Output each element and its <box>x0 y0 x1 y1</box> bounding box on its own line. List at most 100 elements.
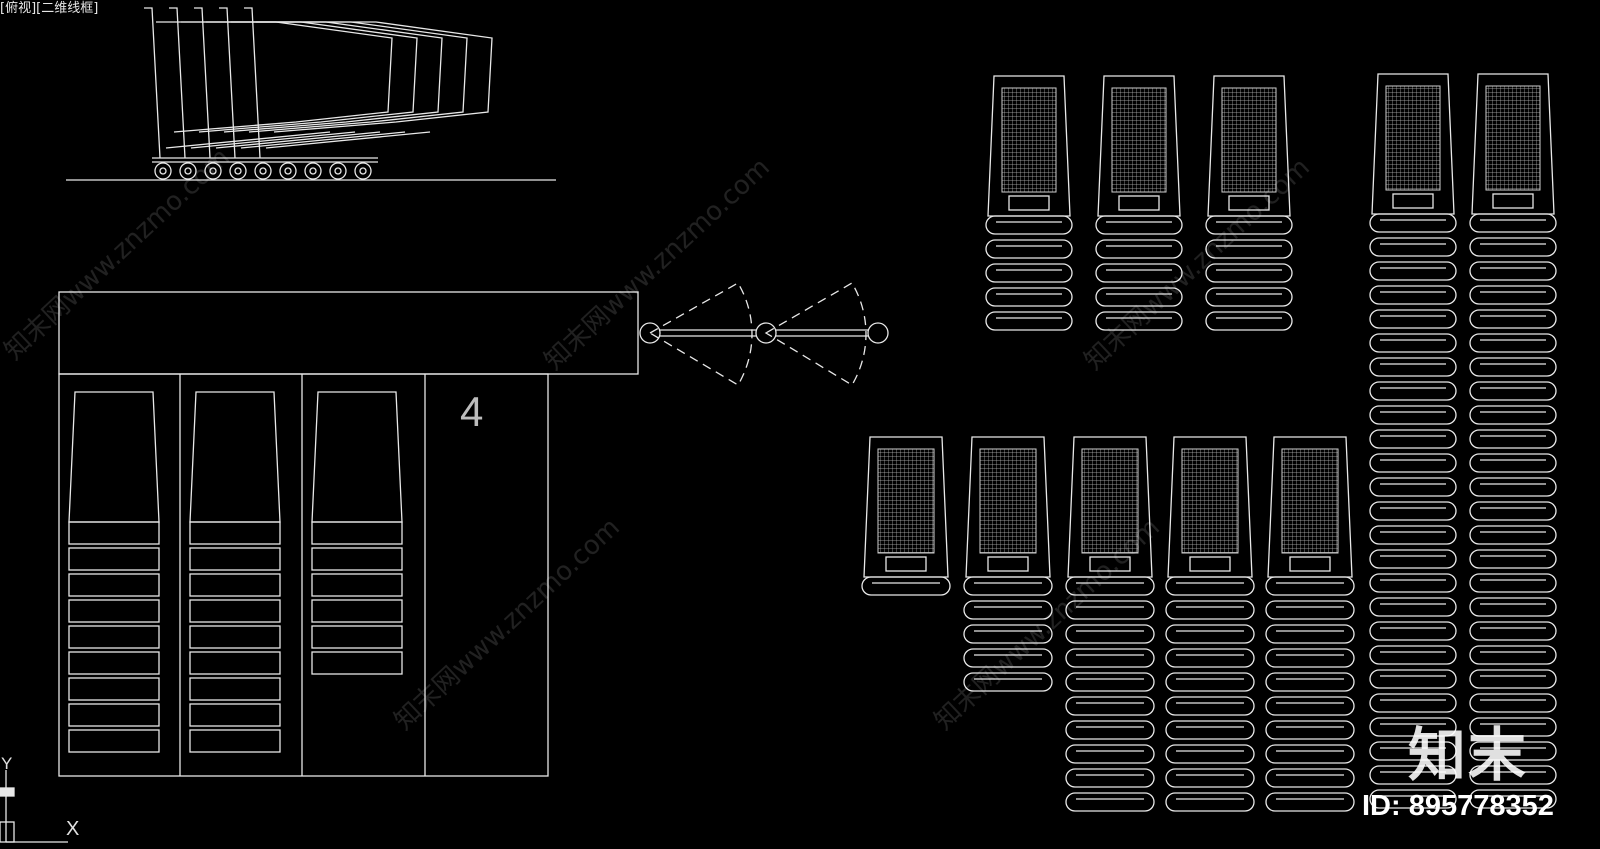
basket-rim <box>68 547 160 571</box>
cart-handle-bar <box>1469 405 1557 425</box>
cart-top-view <box>1095 75 1183 331</box>
cart-mesh <box>1281 448 1339 554</box>
cart-handle-bar <box>1469 333 1557 353</box>
basket-top <box>311 391 403 523</box>
cart-wheel-hub <box>309 167 317 175</box>
door-swing <box>639 282 889 386</box>
cart-handle-bar <box>1469 501 1557 521</box>
cart-handle-bar <box>1369 429 1457 449</box>
bay-number-label: 4 <box>460 388 484 435</box>
cart-handle-bar <box>1095 239 1183 259</box>
cart-handle-bar <box>1369 693 1457 713</box>
cart-handle-bar <box>1369 501 1457 521</box>
cart-wheel <box>279 162 297 180</box>
cart-handle-bar <box>1469 477 1557 497</box>
basket-rim <box>68 599 160 623</box>
cart-bay-plan <box>58 291 639 777</box>
cart-handle-bar <box>1469 549 1557 569</box>
cart-handle-bar <box>1065 696 1155 716</box>
cart-handle <box>244 7 261 159</box>
cart-handle-bar <box>1469 789 1557 809</box>
cart-handle-bar <box>985 311 1073 331</box>
cart-basket <box>1267 436 1353 578</box>
cart-wheel-hub <box>184 167 192 175</box>
cart-handle-bar <box>1369 285 1457 305</box>
cart-child-seat <box>1189 556 1231 572</box>
basket-rim <box>311 547 403 571</box>
cart-handle-bar <box>1265 696 1355 716</box>
cart-mesh <box>1001 87 1057 193</box>
cart-basket <box>987 75 1071 217</box>
cart-handle-bar <box>1369 573 1457 593</box>
cart-handle-bar <box>1265 720 1355 740</box>
cart-handle-bar <box>1369 237 1457 257</box>
cart-mesh <box>877 448 935 554</box>
cart-child-seat <box>1118 195 1160 211</box>
cart-basket-outline <box>256 21 493 133</box>
cart-wheel-hub <box>359 167 367 175</box>
cart-mesh <box>1111 87 1167 193</box>
ucs-axis-y-label: Y <box>1 754 13 773</box>
cart-handle-bar <box>1205 215 1293 235</box>
cart-frame <box>240 131 406 149</box>
cart-mesh <box>1385 85 1441 191</box>
basket-stack-plan <box>311 391 403 675</box>
cart-handle-bar <box>1469 717 1557 737</box>
basket-rim <box>189 703 281 727</box>
cart-handle-bar <box>1065 744 1155 764</box>
cart-handle-bar <box>1065 576 1155 596</box>
cart-handle-bar <box>1265 768 1355 788</box>
ucs-marker <box>0 787 15 797</box>
cart-handle-bar <box>1369 453 1457 473</box>
cart-handle-bar <box>1095 263 1183 283</box>
cart-handle-bar <box>985 239 1073 259</box>
cart-wheel-hub <box>234 167 242 175</box>
cart-wheel <box>229 162 247 180</box>
basket-rim <box>311 521 403 545</box>
basket-rim <box>68 729 160 753</box>
cart-basket <box>1067 436 1153 578</box>
cart-handle-bar <box>1065 624 1155 644</box>
cart-basket <box>863 436 949 578</box>
basket-rim <box>189 729 281 753</box>
cart-handle-bar <box>1369 405 1457 425</box>
cart-handle-bar <box>1265 744 1355 764</box>
cart-frame <box>215 131 381 149</box>
cart-handle <box>169 7 186 159</box>
cart-handle-bar <box>963 576 1053 596</box>
cart-wheel <box>154 162 172 180</box>
cart-child-seat <box>885 556 927 572</box>
cart-top-view <box>861 436 951 596</box>
cart-wheel-hub <box>284 167 292 175</box>
cart-child-seat <box>1392 193 1434 209</box>
cart-handle-bar <box>1095 287 1183 307</box>
basket-rim <box>189 677 281 701</box>
cart-child-seat <box>987 556 1029 572</box>
cart-handle-bar <box>1469 261 1557 281</box>
cart-handle-bar <box>1265 672 1355 692</box>
cart-handle-bar <box>963 672 1053 692</box>
cart-handle-bar <box>1369 309 1457 329</box>
cart-handle-bar <box>1469 597 1557 617</box>
basket-rim <box>68 521 160 545</box>
cart-handle-bar <box>1469 741 1557 761</box>
cart-handle-bar <box>1369 477 1457 497</box>
basket-stack-plan <box>189 391 281 753</box>
cart-wheel <box>329 162 347 180</box>
cart-frame <box>190 131 356 149</box>
viewport-label[interactable]: [俯视][二维线框] <box>0 1 99 16</box>
cart-child-seat <box>1228 195 1270 211</box>
cart-handle-bar <box>1469 453 1557 473</box>
door-swing-arc <box>648 282 753 386</box>
cart-handle-bar <box>1165 576 1255 596</box>
cart-basket <box>965 436 1051 578</box>
cart-handle-bar <box>1469 381 1557 401</box>
cart-handle-bar <box>1165 720 1255 740</box>
basket-rim <box>311 573 403 597</box>
basket-rim <box>189 599 281 623</box>
cart-wheel <box>254 162 272 180</box>
cart-child-seat <box>1492 193 1534 209</box>
cart-top-view <box>1369 73 1457 809</box>
cart-handle-bar <box>1165 600 1255 620</box>
